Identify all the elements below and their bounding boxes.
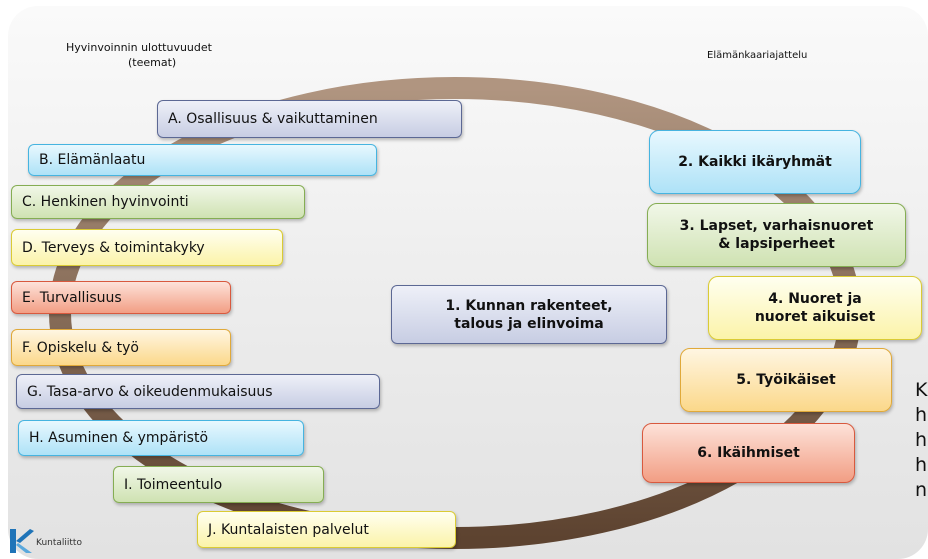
theme-b: B. Elämänlaatu — [28, 144, 377, 176]
side-text-line: h — [915, 429, 928, 451]
side-text: K h h h n — [915, 378, 927, 503]
kuntaliitto-logo: Kuntaliitto — [6, 525, 126, 559]
stage-3: 3. Lapset, varhaisnuoret & lapsiperheet — [647, 203, 906, 267]
center-line-1: 1. Kunnan rakenteet, — [445, 297, 613, 314]
theme-j: J. Kuntalaisten palvelut — [197, 511, 456, 548]
center-box: 1. Kunnan rakenteet, talous ja elinvoima — [391, 285, 667, 344]
side-text-line: K — [915, 379, 928, 401]
theme-f: F. Opiskelu & työ — [11, 329, 231, 366]
theme-g: G. Tasa-arvo & oikeudenmukaisuus — [16, 374, 380, 409]
themes-header: Hyvinvoinnin ulottuvuudet (teemat) — [66, 40, 212, 70]
theme-h: H. Asuminen & ympäristö — [18, 420, 304, 456]
stage-4-line-1: 4. Nuoret ja — [768, 291, 862, 307]
stage-6-label: 6. Ikäihmiset — [697, 445, 800, 461]
theme-e: E. Turvallisuus — [11, 281, 231, 314]
stage-6: 6. Ikäihmiset — [642, 423, 855, 483]
theme-i: I. Toimeentulo — [113, 466, 324, 503]
stage-3-line-2: & lapsiperheet — [718, 236, 835, 252]
logo-mark-icon — [10, 529, 34, 553]
stage-4: 4. Nuoret ja nuoret aikuiset — [708, 276, 922, 340]
stage-2-label: 2. Kaikki ikäryhmät — [678, 154, 832, 170]
stage-5: 5. Työikäiset — [680, 348, 892, 412]
center-line-2: talous ja elinvoima — [454, 315, 604, 332]
side-text-line: h — [915, 404, 928, 426]
themes-header-subtitle: (teemat) — [128, 56, 177, 69]
stage-3-line-1: 3. Lapset, varhaisnuoret — [679, 218, 874, 234]
theme-a: A. Osallisuus & vaikuttaminen — [157, 100, 462, 138]
logo-text: Kuntaliitto — [36, 538, 82, 548]
side-text-line: h — [915, 454, 928, 476]
side-text-line: n — [915, 479, 928, 501]
stage-4-line-2: nuoret aikuiset — [754, 309, 876, 325]
stage-5-label: 5. Työikäiset — [736, 372, 836, 388]
stage-2: 2. Kaikki ikäryhmät — [649, 130, 861, 194]
theme-c: C. Henkinen hyvinvointi — [11, 185, 305, 219]
themes-header-title: Hyvinvoinnin ulottuvuudet — [66, 41, 212, 54]
theme-d: D. Terveys & toimintakyky — [11, 229, 283, 266]
lifecycle-header: Elämänkaariajattelu — [707, 50, 808, 61]
